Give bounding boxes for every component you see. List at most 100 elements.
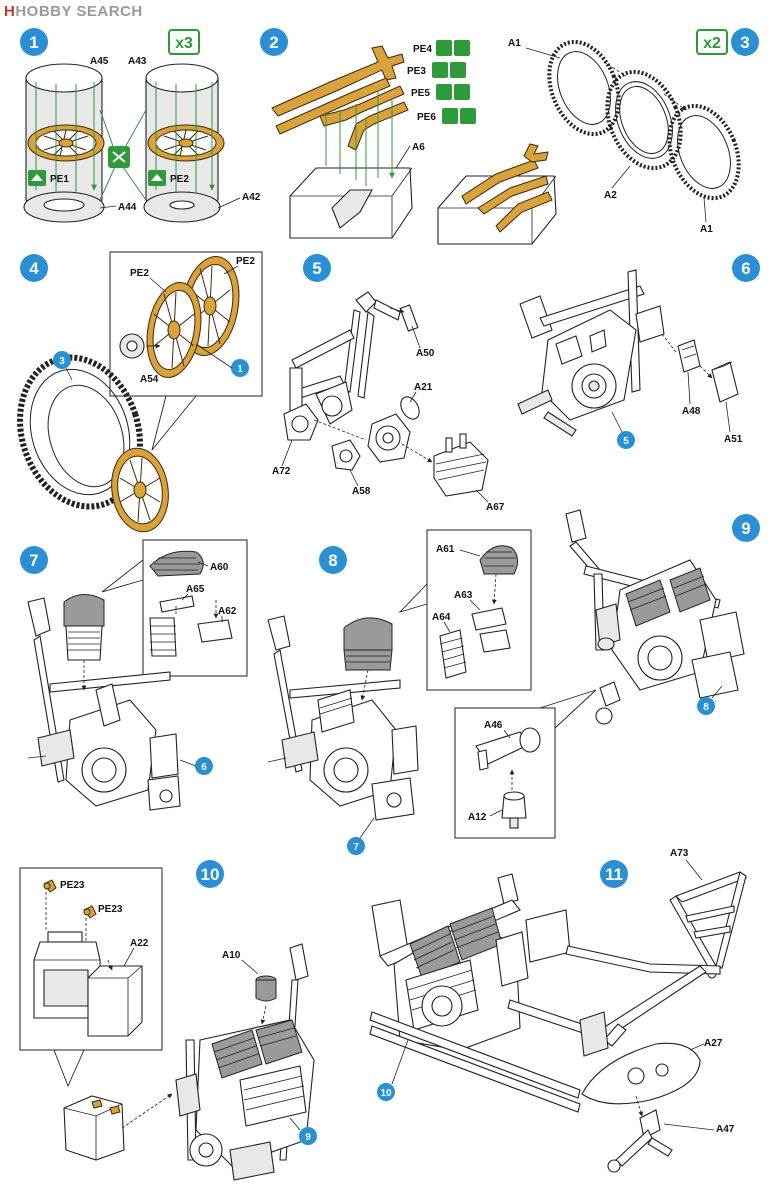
step-9-ref-8-label: 8	[703, 702, 709, 713]
step-3-tire-half-bottom	[667, 103, 741, 201]
step-3-label-a1-top: A1	[508, 38, 521, 49]
step-5-circle	[303, 254, 331, 282]
step-3-multiplier: x2	[703, 35, 721, 52]
step-4-label-a54: A54	[140, 374, 159, 385]
step-6-part-a48	[677, 339, 701, 373]
step-7-ref-6	[195, 757, 213, 775]
step-1-label-a45: A45	[90, 56, 109, 67]
step-2-number: 2	[269, 33, 278, 52]
step-8-part-a61	[479, 545, 518, 575]
step-9-part-a46	[475, 727, 541, 771]
step-7-part-a60	[149, 550, 204, 577]
step-6-part-a51	[711, 361, 739, 403]
step-4-number: 4	[29, 259, 39, 278]
step-6-ref-5-label: 5	[623, 436, 629, 447]
step-2-circle	[260, 28, 288, 56]
step-6-frame-engine	[517, 269, 665, 437]
step-5-part-a67	[433, 433, 489, 497]
step-4-spoke-wheel-assembled	[111, 447, 169, 533]
step-5-label-a72: A72	[272, 466, 291, 477]
step-4-label-pe2-b: PE2	[236, 256, 255, 267]
step-2-jig-result	[437, 143, 557, 245]
step-1-multiplier-badge	[168, 29, 200, 55]
step-8-label-a63: A63	[454, 590, 473, 601]
step-9: 9 8	[454, 509, 760, 839]
step-4-ref-3	[53, 351, 71, 369]
step-4-ref-3-label: 3	[59, 356, 65, 367]
step-11-part-a47	[607, 1109, 673, 1173]
step-4-spoke-wheel-inner	[146, 282, 202, 378]
step-5-part-a21	[367, 396, 420, 463]
step-8-number: 8	[328, 551, 337, 570]
step-1-label-a44: A44	[118, 202, 137, 213]
step-10-frame-engine	[175, 943, 315, 1181]
step-8-part-a64	[439, 629, 467, 679]
step-8-circle	[319, 546, 347, 574]
step-10-ref-9	[299, 1127, 317, 1145]
step-5-label-a58: A58	[352, 486, 371, 497]
step-2: 2 PE4 PE3 PE5 PE6 A6	[260, 28, 557, 245]
step-5-label-a21: A21	[414, 382, 433, 393]
step-11-frame-engine	[369, 873, 721, 1113]
step-3-tire-core	[605, 69, 683, 171]
step-1: 1 x3	[20, 28, 261, 223]
step-8-ref-7	[347, 837, 365, 855]
step-11-ref-10-label: 10	[380, 1088, 392, 1099]
watermark-text: HOBBY SEARCH	[15, 3, 143, 20]
step-5-frame	[289, 291, 401, 413]
step-6: 6 A48 A51 5	[517, 254, 760, 449]
step-11-circle	[600, 860, 628, 888]
step-1-cut-icon	[112, 151, 126, 163]
step-11-label-a73: A73	[670, 848, 689, 859]
step-8-label-a61: A61	[436, 544, 455, 555]
step-9-carburetor	[595, 681, 621, 725]
step-7: 7 A60 A65 A62	[20, 539, 248, 811]
step-4-ref-1-label: 1	[237, 364, 243, 375]
step-10-ref-9-label: 9	[305, 1132, 311, 1143]
step-7-ref-6-label: 6	[201, 762, 207, 773]
step-4-hub-a54	[119, 333, 145, 359]
step-9-number: 9	[741, 519, 750, 538]
step-11-number: 11	[605, 865, 623, 884]
step-7-label-a65: A65	[186, 584, 205, 595]
step-8-ref-7-label: 7	[353, 842, 359, 853]
step-2-label-a6: A6	[412, 142, 425, 153]
step-1-base-right	[143, 191, 221, 223]
step-10-label-a10: A10	[222, 950, 241, 961]
step-7-label-a60: A60	[210, 562, 229, 573]
step-6-label-a51: A51	[724, 434, 743, 445]
step-9-label-a46: A46	[484, 720, 503, 731]
step-1-multiplier: x3	[175, 35, 193, 52]
step-2-label-pe5: PE5	[411, 88, 430, 99]
step-6-label-a48: A48	[682, 406, 701, 417]
watermark-logo-icon: H	[4, 3, 16, 20]
step-4: 4 PE2 PE2 A54 1	[17, 251, 263, 533]
step-11-label-a47: A47	[716, 1124, 735, 1135]
step-9-part-a12	[501, 791, 527, 829]
step-7-cylinder-head	[63, 594, 105, 661]
step-11-part-a27	[581, 1042, 701, 1105]
step-4-ref-1	[231, 359, 249, 377]
step-10-battery-small	[63, 1095, 125, 1161]
step-2-photo-etch-pe3	[275, 77, 391, 135]
step-6-ref-5	[617, 431, 635, 449]
step-6-number: 6	[741, 259, 750, 278]
step-1-label-a42: A42	[242, 192, 261, 203]
step-10: 10 PE23 PE23 A22	[19, 860, 317, 1181]
step-10-label-a22: A22	[130, 938, 149, 949]
step-10-label-pe23-a: PE23	[60, 880, 85, 891]
step-10-battery-box	[33, 931, 101, 1019]
step-2-label-pe6: PE6	[417, 112, 436, 123]
step-2-photo-etch-pe6	[347, 101, 409, 151]
step-10-part-pe23-b	[83, 905, 97, 919]
step-10-part-a10	[255, 975, 277, 1002]
step-8-label-a64: A64	[432, 612, 451, 623]
step-1-photo-etch-ring-right	[147, 124, 225, 162]
step-1-base-left	[23, 191, 105, 223]
step-7-frame-engine	[27, 597, 181, 811]
step-3-number: 3	[740, 33, 749, 52]
step-11-part-a73	[669, 871, 747, 979]
step-5-label-a50: A50	[416, 348, 435, 359]
watermark: HHOBBY SEARCH	[4, 3, 143, 20]
step-7-circle	[20, 546, 48, 574]
